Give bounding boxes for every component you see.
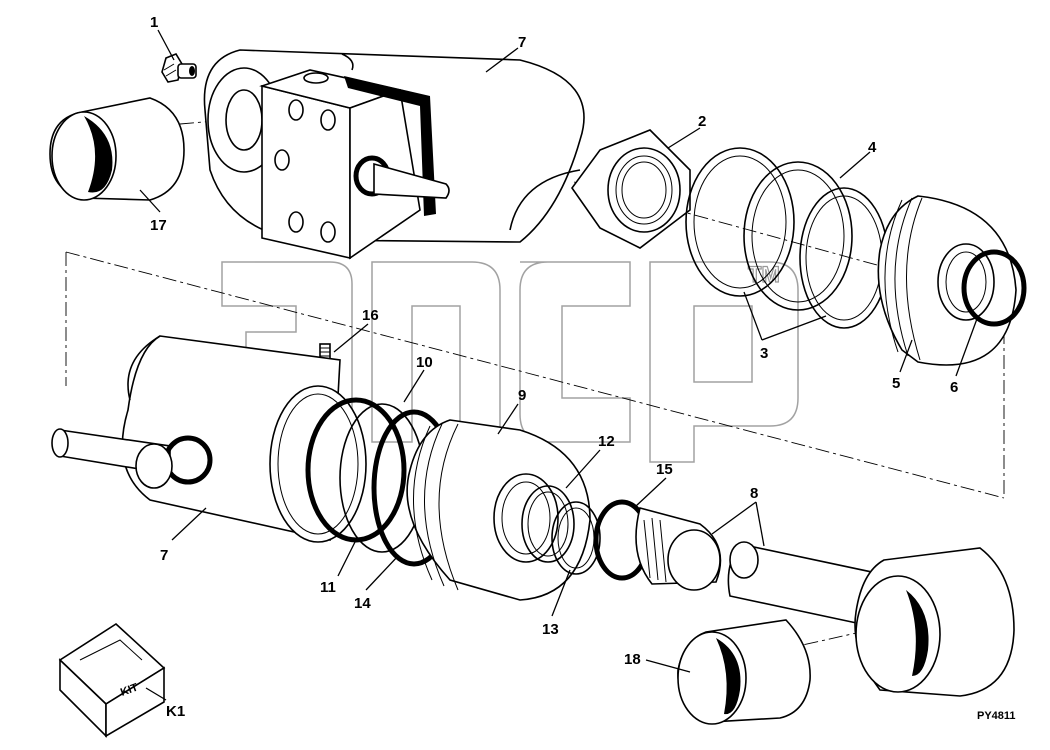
- callout-15: 15: [656, 461, 673, 478]
- piston: [877, 195, 1017, 366]
- callouts: 1 7 2 4 17 3 5 6 16 10 9 12 15 8 7 11 14…: [150, 14, 958, 720]
- callout-k1: K1: [166, 703, 185, 720]
- callout-3: 3: [760, 345, 768, 362]
- callout-8: 8: [750, 485, 758, 502]
- callout-14: 14: [354, 595, 371, 612]
- hex-nut: [571, 129, 691, 249]
- callout-6: 6: [950, 379, 958, 396]
- bushing-top-left: [49, 97, 185, 201]
- seal-rings-upper: [685, 147, 889, 329]
- callout-7-top: 7: [518, 34, 526, 51]
- callout-17: 17: [150, 217, 167, 234]
- grease-fitting: [161, 53, 197, 83]
- callout-7-bottom: 7: [160, 547, 168, 564]
- o-ring: [961, 249, 1027, 327]
- leader-lines: [139, 29, 979, 701]
- callout-5: 5: [892, 375, 900, 392]
- callout-11: 11: [320, 579, 336, 596]
- kit-box-icon: KIT: [58, 622, 166, 738]
- callout-1: 1: [150, 14, 158, 31]
- kit-box-label: KIT: [119, 681, 140, 698]
- callout-4: 4: [868, 139, 877, 156]
- bushing-bottom: [677, 619, 811, 725]
- drawing-code: PY4811: [977, 710, 1016, 722]
- centerline-upper: [65, 251, 1005, 499]
- rod-eye: [854, 547, 1015, 697]
- gland-body: [406, 419, 591, 601]
- gland-rings: [269, 385, 457, 567]
- callout-2: 2: [698, 113, 706, 130]
- callout-10: 10: [416, 354, 433, 371]
- port-block: [259, 69, 450, 260]
- callout-12: 12: [598, 433, 615, 450]
- callout-18: 18: [624, 651, 641, 668]
- callout-13: 13: [542, 621, 559, 638]
- callout-16: 16: [362, 307, 379, 324]
- callout-9: 9: [518, 387, 526, 404]
